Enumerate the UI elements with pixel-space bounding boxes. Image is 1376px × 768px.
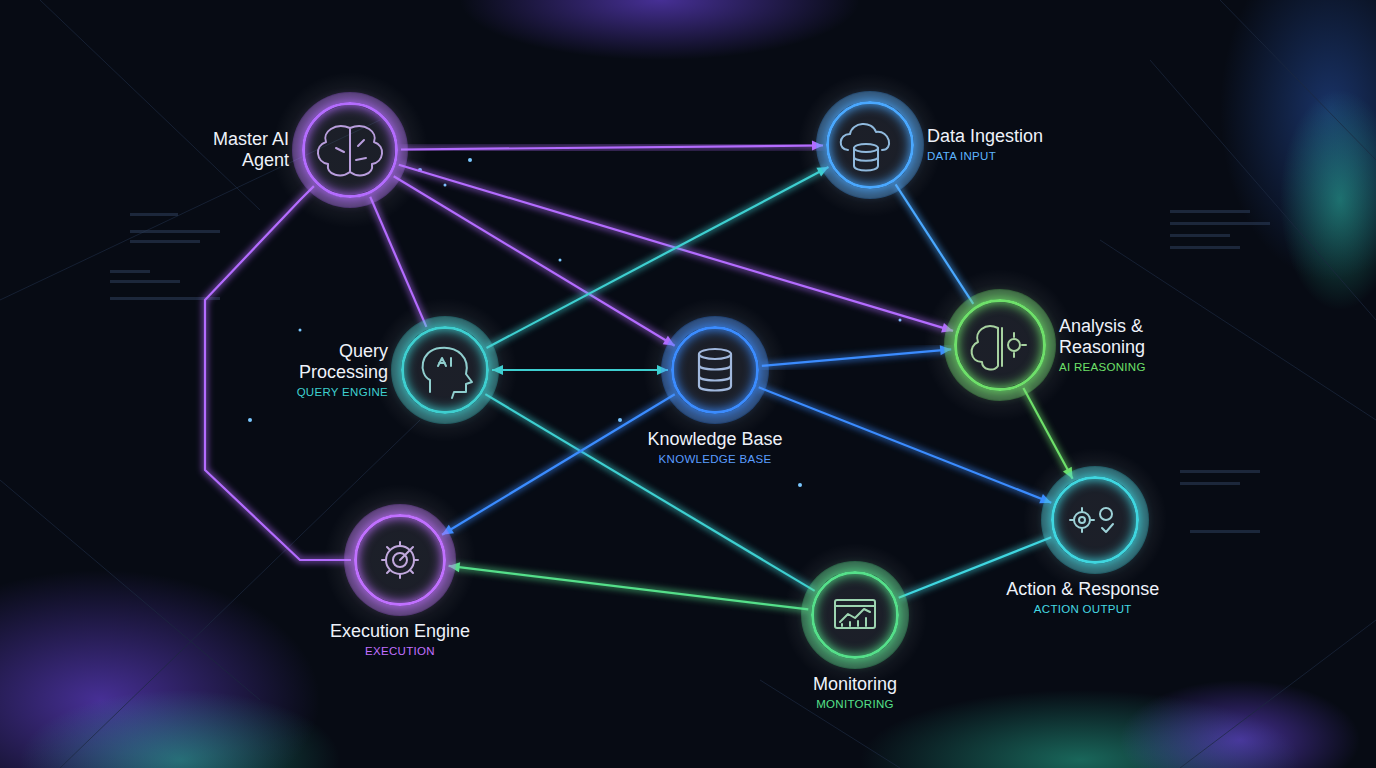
node-label: Execution EngineEXECUTION [330, 621, 470, 659]
connector-line [759, 387, 1052, 502]
connector-glow [896, 184, 974, 304]
node-title: Knowledge Base [647, 429, 782, 450]
node-label: MonitoringMONITORING [813, 674, 897, 712]
connector-line [896, 184, 974, 304]
arrowhead [1039, 494, 1051, 503]
arrowhead [1063, 467, 1073, 479]
node-title: Data Ingestion [927, 126, 1043, 147]
connector-glow [485, 394, 814, 591]
node-title: Action & Response [1006, 579, 1159, 600]
node-title: Analysis & Reasoning [1059, 316, 1163, 358]
node-title: Master AI Agent [211, 129, 289, 171]
node-subtitle: ACTION OUTPUT [1006, 602, 1159, 617]
circle-node: Master AI Agent [302, 102, 398, 198]
circle-node: Query ProcessingQUERY ENGINE [401, 326, 489, 414]
circle-node: Data IngestionDATA INPUT [826, 101, 914, 189]
connector-glow [1023, 388, 1072, 479]
node-label: Analysis & Reasoning AI REASONING [1059, 316, 1163, 375]
node-subtitle: QUERY ENGINE [288, 385, 388, 400]
connector [492, 365, 668, 375]
node-label: Action & ResponseACTION OUTPUT [1006, 579, 1159, 617]
arrowhead [663, 336, 675, 346]
connector-line [449, 566, 809, 610]
arrowhead [812, 141, 823, 151]
connector-glow [442, 394, 675, 534]
connector-line [442, 394, 675, 534]
connector [401, 141, 823, 151]
circle-node: Action & ResponseACTION OUTPUT [1051, 476, 1139, 564]
connector-glow [449, 566, 809, 610]
node-title: Monitoring [813, 674, 897, 695]
connector [449, 562, 809, 609]
connector [370, 197, 426, 327]
node-subtitle: DATA INPUT [927, 149, 1043, 164]
connector-line [370, 197, 426, 327]
connector [759, 387, 1052, 503]
connector-glow [370, 197, 426, 327]
node-subtitle: KNOWLEDGE BASE [647, 452, 782, 467]
node-subtitle: AI REASONING [1059, 360, 1163, 375]
arrowhead [940, 345, 951, 355]
connector-glow [487, 167, 829, 348]
connector-line [1023, 388, 1072, 479]
node-label: Query ProcessingQUERY ENGINE [288, 341, 388, 400]
connector-line [762, 349, 951, 366]
node-label: Data IngestionDATA INPUT [927, 126, 1043, 164]
circle-node: Knowledge BaseKNOWLEDGE BASE [671, 326, 759, 414]
connector-glow [762, 349, 951, 366]
node-title: Execution Engine [330, 621, 470, 642]
connector [485, 394, 814, 591]
connector-glow [759, 387, 1052, 502]
connector-line [487, 167, 829, 348]
connector [762, 345, 951, 366]
node-subtitle: MONITORING [813, 697, 897, 712]
circle-node: MonitoringMONITORING [811, 571, 899, 659]
connector-glow [492, 367, 668, 373]
node-label: Master AI Agent [211, 129, 289, 171]
connector [487, 167, 829, 348]
circle-node: Analysis & ReasoningAI REASONING [954, 299, 1046, 391]
connector [442, 394, 675, 534]
arrowhead [449, 562, 461, 572]
node-subtitle: EXECUTION [330, 644, 470, 659]
connector-line [492, 369, 668, 371]
connector-line [401, 146, 823, 150]
circle-node: Execution EngineEXECUTION [354, 514, 446, 606]
node-title: Query Processing [288, 341, 388, 383]
arrowhead [657, 365, 668, 375]
arrowhead [941, 323, 953, 333]
connector [896, 184, 974, 304]
arrowhead [816, 167, 828, 177]
connector [1023, 388, 1072, 479]
node-label: Knowledge BaseKNOWLEDGE BASE [647, 429, 782, 467]
arrowhead [492, 365, 503, 375]
connector-glow [401, 146, 823, 150]
arrowhead [442, 525, 454, 535]
connector-line [485, 394, 814, 591]
